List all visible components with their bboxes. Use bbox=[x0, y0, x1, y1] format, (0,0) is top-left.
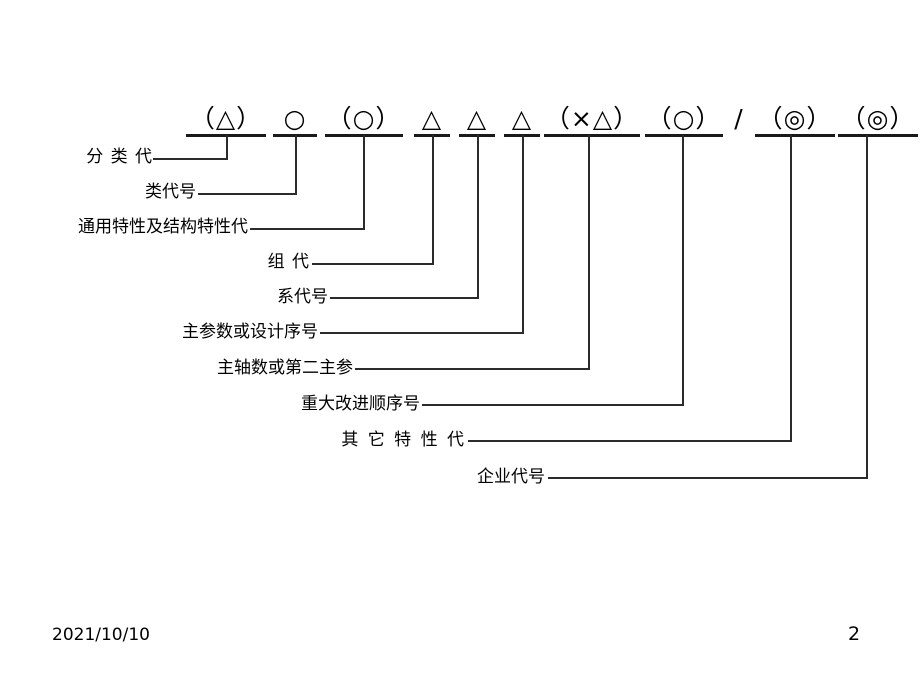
leader-hline-6 bbox=[320, 332, 524, 334]
leader-hline-3 bbox=[250, 228, 365, 230]
code-symbol-separator: / bbox=[727, 105, 751, 134]
callout-label-1: 分 类 代 bbox=[86, 147, 153, 167]
leader-hline-7 bbox=[355, 368, 590, 370]
leader-hline-10 bbox=[548, 477, 868, 479]
leader-hline-5 bbox=[330, 297, 479, 299]
callout-label-6: 主参数或设计序号 bbox=[182, 322, 318, 342]
code-symbol-3-glyph: （○） bbox=[325, 105, 403, 137]
callout-label-9: 其 它 特 性 代 bbox=[341, 430, 466, 450]
code-symbol-5-glyph: △ bbox=[459, 105, 495, 137]
code-symbol-8-glyph: （○） bbox=[645, 105, 723, 137]
leader-hline-4 bbox=[312, 263, 434, 265]
callout-label-7: 主轴数或第二主参 bbox=[217, 358, 353, 378]
leader-vline-4 bbox=[432, 135, 434, 263]
callout-label-2: 类代号 bbox=[145, 182, 196, 202]
leader-vline-6 bbox=[522, 135, 524, 332]
leader-vline-3 bbox=[363, 135, 365, 228]
leader-vline-7 bbox=[588, 135, 590, 368]
leader-hline-8 bbox=[422, 404, 684, 406]
callout-label-5: 系代号 bbox=[277, 287, 328, 307]
code-symbol-1-glyph: （△） bbox=[186, 105, 266, 137]
code-symbol-6: △ bbox=[504, 105, 540, 137]
leader-vline-2 bbox=[295, 135, 297, 193]
leader-vline-10 bbox=[866, 135, 868, 477]
code-symbol-8: （○） bbox=[645, 105, 723, 137]
leader-hline-2 bbox=[198, 193, 297, 195]
code-symbol-7: （×△） bbox=[544, 105, 640, 137]
footer-page-number: 2 bbox=[848, 623, 861, 645]
leader-hline-9 bbox=[468, 440, 792, 442]
leader-vline-8 bbox=[682, 135, 684, 404]
callout-label-8: 重大改进顺序号 bbox=[301, 394, 420, 414]
code-symbol-4: △ bbox=[414, 105, 450, 137]
code-symbol-separator-glyph: / bbox=[734, 104, 744, 133]
code-symbol-4-glyph: △ bbox=[414, 105, 450, 137]
callout-label-10: 企业代号 bbox=[477, 467, 545, 487]
leader-vline-9 bbox=[790, 135, 792, 440]
code-symbol-1: （△） bbox=[186, 105, 266, 137]
code-symbol-2: ○ bbox=[273, 105, 317, 137]
leader-hline-1 bbox=[153, 158, 228, 160]
code-symbol-6-glyph: △ bbox=[504, 105, 540, 137]
callout-label-3: 通用特性及结构特性代 bbox=[78, 217, 248, 237]
code-symbol-10-glyph: （◎） bbox=[838, 105, 918, 137]
callout-label-4: 组 代 bbox=[267, 252, 310, 272]
code-symbol-2-glyph: ○ bbox=[273, 105, 317, 137]
code-symbol-9-glyph: （◎） bbox=[755, 105, 835, 137]
leader-vline-1 bbox=[226, 135, 228, 158]
code-symbol-5: △ bbox=[459, 105, 495, 137]
code-symbol-10: （◎） bbox=[838, 105, 918, 137]
code-symbol-3: （○） bbox=[325, 105, 403, 137]
code-symbol-9: （◎） bbox=[755, 105, 835, 137]
leader-vline-5 bbox=[477, 135, 479, 297]
footer-date: 2021/10/10 bbox=[52, 625, 150, 645]
code-symbol-7-glyph: （×△） bbox=[544, 105, 640, 137]
